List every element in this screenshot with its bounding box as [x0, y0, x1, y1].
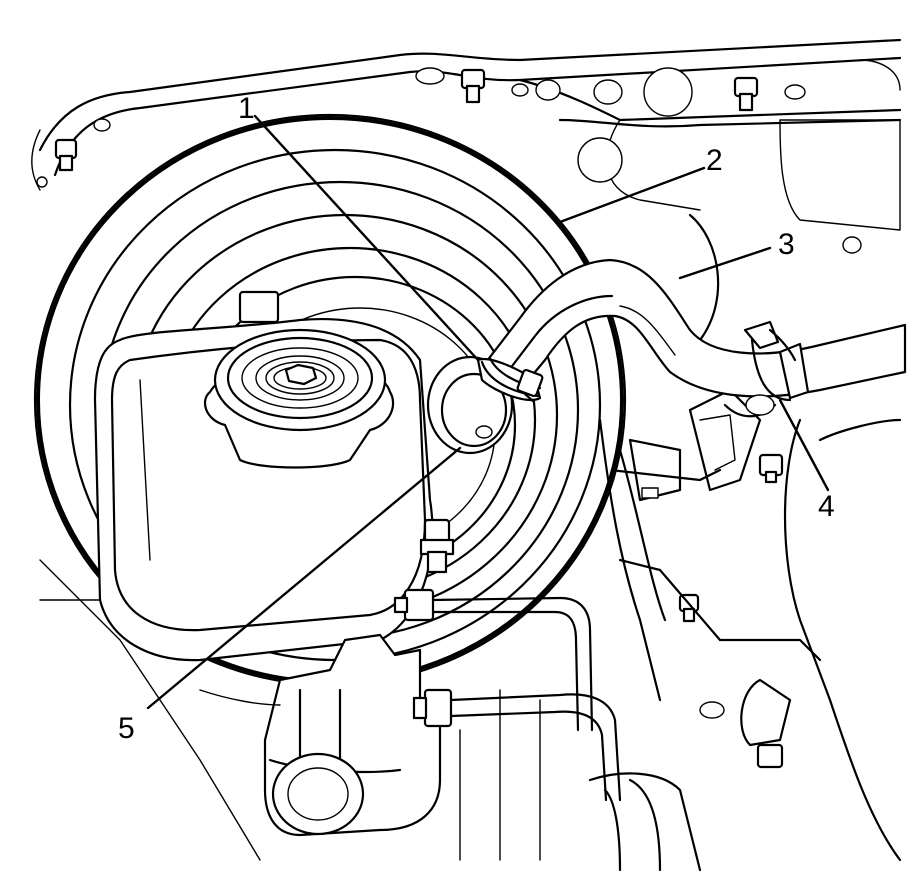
- leader-4: [778, 398, 830, 492]
- nut-right: [758, 453, 784, 484]
- stud-bolt-left: [54, 138, 78, 172]
- callout-labels: 1 2 3 4 5: [118, 92, 835, 745]
- callout-1: 1: [238, 92, 255, 125]
- leader-3: [678, 246, 772, 280]
- stud-bolt-right: [733, 76, 759, 112]
- brake-line-nut-upper: [393, 588, 435, 622]
- callout-4: 4: [818, 490, 835, 523]
- callout-5: 5: [118, 712, 135, 745]
- callout-3: 3: [778, 228, 795, 261]
- bolt-lower-right: [678, 593, 700, 623]
- mounting-nut: [419, 518, 455, 574]
- hose-clamp-valve: [476, 356, 544, 404]
- right-side-hardware: [578, 359, 902, 862]
- stud-bolt-center: [460, 68, 486, 104]
- callout-2: 2: [706, 144, 723, 177]
- bolt-bottom-right: [756, 743, 784, 769]
- leader-5: [146, 446, 462, 710]
- cowl-panel: [31, 38, 902, 342]
- leader-1: [253, 114, 480, 362]
- leader-2: [558, 166, 706, 224]
- hose-retainer-clip: [723, 320, 810, 418]
- callout-leaders: [146, 114, 830, 710]
- reservoir-cap: [203, 328, 395, 469]
- master-cylinder: [39, 418, 702, 872]
- brake-line-nut-lower: [412, 688, 453, 728]
